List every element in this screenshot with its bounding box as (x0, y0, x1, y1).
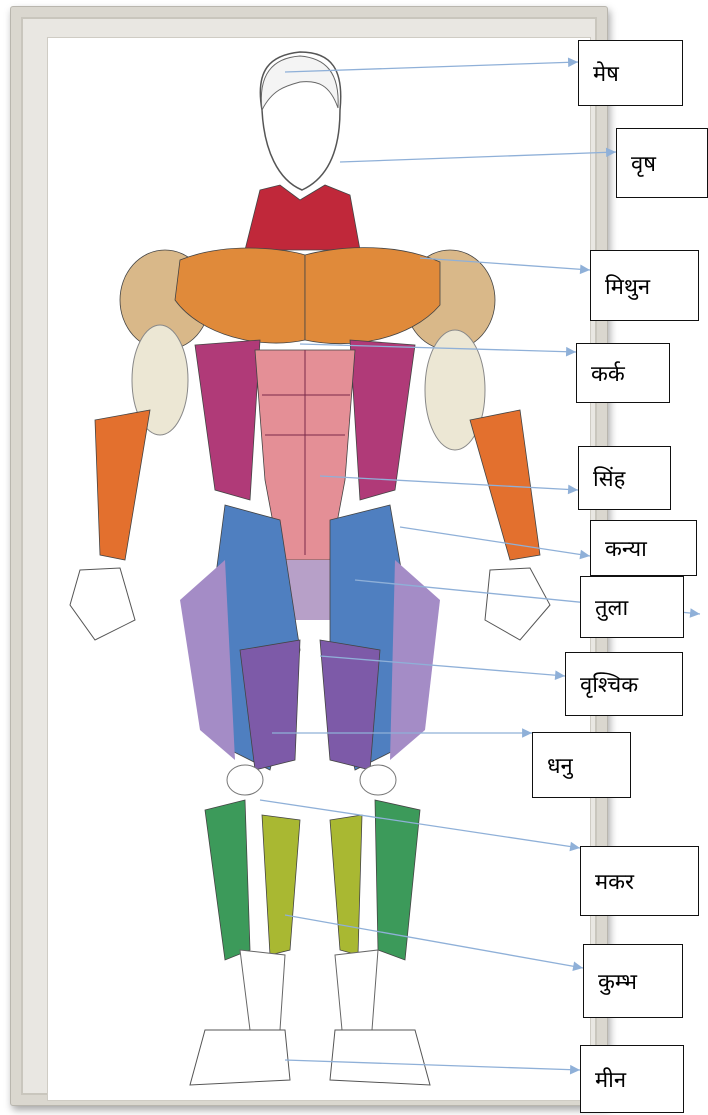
right-calf-inner (330, 815, 362, 955)
label-kark: कर्क (576, 343, 670, 403)
right-calf-outer (375, 800, 420, 960)
right-oblique (350, 340, 415, 500)
pointer-line-vrish (340, 152, 616, 162)
pointer-line-kanya (400, 527, 590, 556)
label-singh: सिंह (578, 446, 671, 510)
pointer-arrowhead-tula (690, 608, 700, 618)
pointer-arrowhead-makar (569, 842, 580, 851)
body-illustration (70, 52, 550, 1085)
left-hand (70, 568, 135, 640)
pointer-arrowhead-dhanu (522, 728, 532, 738)
pointer-arrowhead-meen (570, 1065, 580, 1075)
right-thigh-inner (320, 640, 380, 770)
right-knee (360, 765, 396, 795)
label-vrish: वृष (616, 128, 708, 198)
right-hand (485, 568, 550, 640)
label-kanya: कन्या (590, 520, 697, 576)
pointer-arrowhead-kanya (579, 550, 590, 559)
pointer-arrowhead-kumbh (572, 962, 583, 971)
left-knee (227, 765, 263, 795)
left-calf-inner (262, 815, 300, 955)
label-mesh: मेष (578, 40, 683, 106)
pointer-arrowhead-mithun (580, 265, 590, 275)
left-foot (190, 1030, 290, 1085)
pointer-arrowhead-vrishchik (555, 670, 565, 680)
label-vrishchik: वृश्चिक (565, 652, 683, 716)
left-shin (240, 950, 285, 1030)
left-forearm (95, 410, 150, 560)
right-thigh-outer (390, 560, 440, 760)
pointer-line-makar (260, 800, 580, 848)
pointer-arrowhead-mesh (568, 58, 578, 68)
pointer-arrowhead-kark (566, 347, 576, 357)
label-mithun: मिथुन (590, 250, 699, 321)
label-dhanu: धनु (532, 732, 631, 798)
label-makar: मकर (580, 846, 699, 916)
right-foot (330, 1030, 430, 1085)
label-kumbh: कुम्भ (583, 944, 683, 1018)
pointer-arrowhead-singh (568, 485, 578, 495)
label-tula: तुला (580, 576, 684, 638)
left-oblique (195, 340, 260, 500)
label-meen: मीन (580, 1045, 684, 1113)
pointer-line-kumbh (285, 915, 583, 968)
neck-muscles (245, 185, 360, 250)
left-calf-outer (205, 800, 250, 960)
pointer-arrowhead-vrish (606, 148, 616, 158)
pointer-line-meen (285, 1060, 580, 1070)
right-shin (335, 950, 378, 1030)
